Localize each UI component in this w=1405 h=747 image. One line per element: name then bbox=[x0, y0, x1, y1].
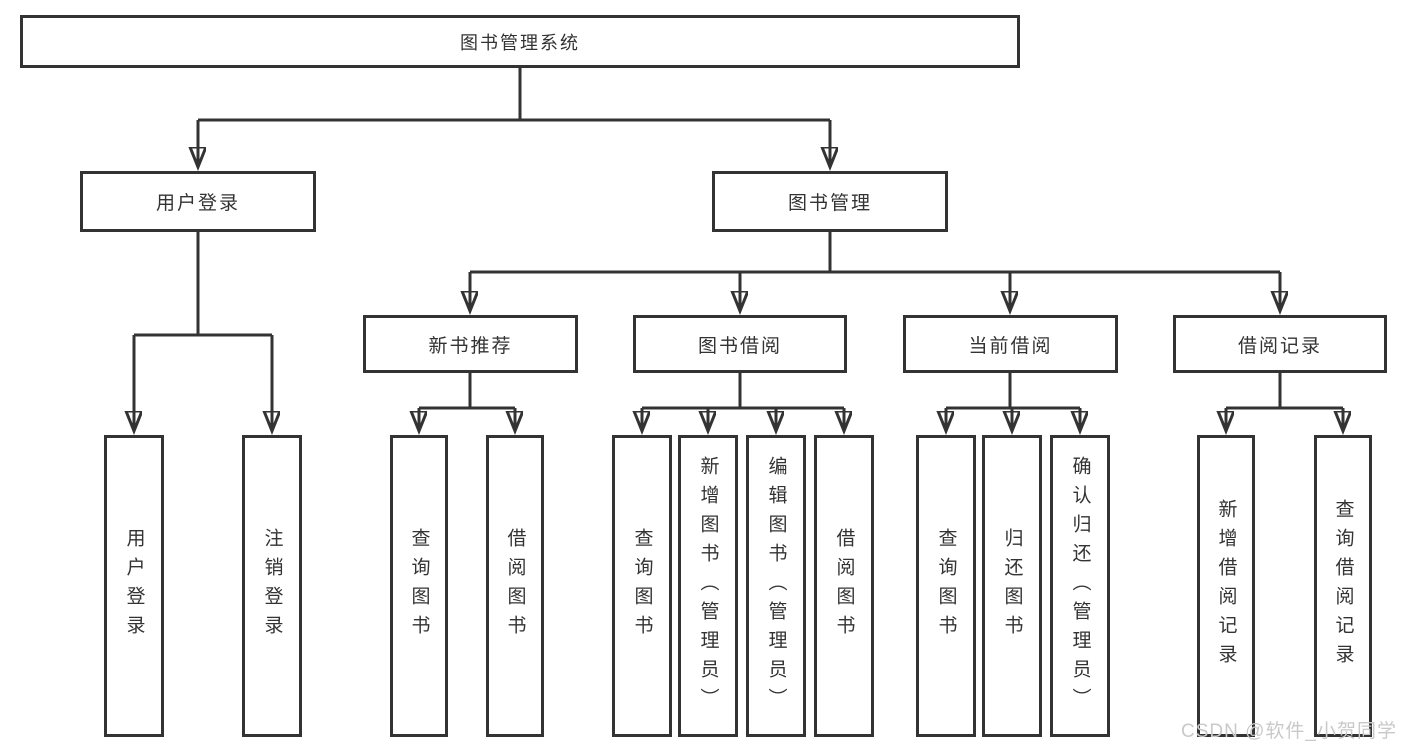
leaf-query-borrow-record-label: 查询借阅记录 bbox=[1332, 499, 1354, 673]
leaf-add-borrow-record: 新增借阅记录 bbox=[1197, 435, 1255, 737]
leaf-return-books: 归还图书 bbox=[982, 435, 1042, 737]
node-current-borrowing: 当前借阅 bbox=[903, 315, 1118, 373]
leaf-newbook-query-books-label: 查询图书 bbox=[408, 528, 430, 644]
leaf-user-login: 用户登录 bbox=[104, 435, 164, 737]
leaf-edit-books-admin-label: 编辑图书（管理员） bbox=[765, 455, 787, 717]
node-new-book-recommend: 新书推荐 bbox=[363, 315, 578, 373]
leaf-newbook-borrow-books: 借阅图书 bbox=[486, 435, 544, 737]
leaf-add-books-admin-label: 新增图书（管理员） bbox=[697, 455, 719, 717]
leaf-borrowing-borrow-books: 借阅图书 bbox=[814, 435, 874, 737]
leaf-add-books-admin: 新增图书（管理员） bbox=[678, 435, 738, 737]
leaf-current-query-books-label: 查询图书 bbox=[935, 528, 957, 644]
node-book-borrowing: 图书借阅 bbox=[633, 315, 847, 373]
leaf-current-query-books: 查询图书 bbox=[916, 435, 976, 737]
csdn-watermark: CSDN @软件_小贺同学 bbox=[1181, 721, 1397, 742]
node-new-book-recommend-label: 新书推荐 bbox=[428, 335, 513, 357]
leaf-return-books-label: 归还图书 bbox=[1001, 528, 1023, 644]
leaf-borrowing-query-books: 查询图书 bbox=[612, 435, 672, 737]
leaf-add-borrow-record-label: 新增借阅记录 bbox=[1215, 499, 1237, 673]
leaf-newbook-borrow-books-label: 借阅图书 bbox=[504, 528, 526, 644]
node-borrowing-records-label: 借阅记录 bbox=[1237, 335, 1322, 357]
node-book-management: 图书管理 bbox=[712, 171, 948, 232]
leaf-logout-label: 注销登录 bbox=[261, 528, 283, 644]
node-book-management-label: 图书管理 bbox=[787, 193, 872, 214]
leaf-logout: 注销登录 bbox=[242, 435, 302, 737]
node-book-borrowing-label: 图书借阅 bbox=[697, 335, 782, 357]
leaf-user-login-label: 用户登录 bbox=[123, 528, 145, 644]
leaf-newbook-query-books: 查询图书 bbox=[390, 435, 448, 737]
node-book-management-system: 图书管理系统 bbox=[20, 15, 1020, 68]
leaf-query-borrow-record: 查询借阅记录 bbox=[1314, 435, 1372, 737]
node-current-borrowing-label: 当前借阅 bbox=[968, 335, 1053, 357]
leaf-borrowing-query-books-label: 查询图书 bbox=[631, 528, 653, 644]
leaf-confirm-return-admin-label: 确认归还（管理员） bbox=[1069, 455, 1091, 717]
leaf-borrowing-borrow-books-label: 借阅图书 bbox=[833, 528, 855, 644]
node-book-management-system-label: 图书管理系统 bbox=[460, 32, 580, 53]
node-borrowing-records: 借阅记录 bbox=[1173, 315, 1387, 373]
node-user-login: 用户登录 bbox=[80, 171, 316, 232]
node-user-login-label: 用户登录 bbox=[155, 193, 240, 214]
leaf-edit-books-admin: 编辑图书（管理员） bbox=[746, 435, 806, 737]
leaf-confirm-return-admin: 确认归还（管理员） bbox=[1050, 435, 1110, 737]
